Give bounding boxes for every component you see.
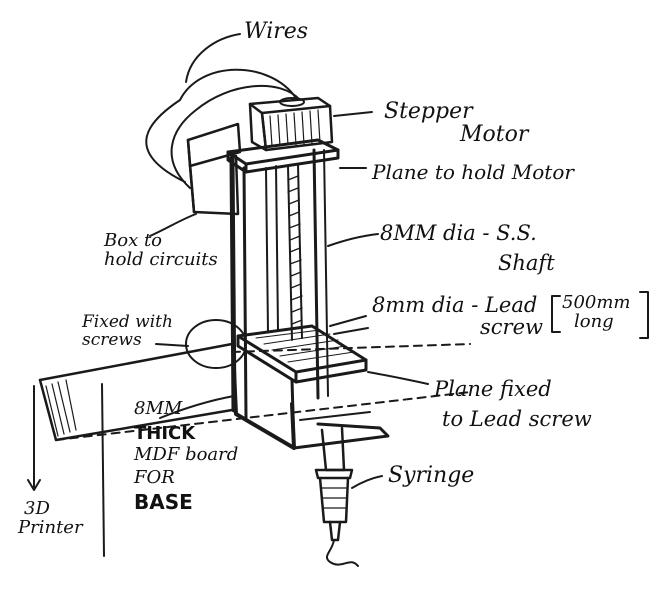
syringe-leader xyxy=(351,475,383,489)
wire-outer xyxy=(145,68,297,183)
label-printer-line1: 3D xyxy=(24,498,50,519)
label-plane-lead-line2: to Lead screw xyxy=(442,407,592,432)
label-shaft-line2: Shaft xyxy=(498,251,555,276)
length-bracket xyxy=(551,291,649,339)
label-fixed-screws: Fixed with screws xyxy=(82,312,173,350)
label-wires: Wires xyxy=(244,19,309,44)
ss-shaft xyxy=(312,148,329,400)
label-box-line2: hold circuits xyxy=(104,248,218,270)
label-3d-printer: 3D Printer xyxy=(18,498,83,538)
label-base-line5: BASE xyxy=(134,489,193,514)
plane-lead-leader xyxy=(367,371,429,385)
lead-leader xyxy=(329,315,369,335)
label-plane-motor: Plane to hold Motor xyxy=(372,160,574,184)
wires-leader xyxy=(185,33,241,83)
lower-frame xyxy=(232,368,390,450)
top-plate xyxy=(226,138,340,174)
label-plane-lead: Plane fixed to Lead screw xyxy=(434,378,592,430)
wire-inner xyxy=(170,84,301,189)
label-stepper-line1: Stepper xyxy=(384,99,473,124)
base-leader xyxy=(159,395,235,419)
box-leader xyxy=(149,213,197,237)
screws-circle xyxy=(185,319,247,369)
label-length-line1: 500mm xyxy=(562,292,631,313)
label-length-line2: long xyxy=(574,310,614,332)
syringe xyxy=(314,426,359,567)
frame-uprights xyxy=(229,155,279,420)
label-base-line3: MDF board xyxy=(134,443,239,465)
label-base-line2: THICK xyxy=(134,422,196,444)
label-lead-line2: screw xyxy=(480,315,543,340)
fixed-leader xyxy=(155,343,189,347)
label-box: Box to hold circuits xyxy=(104,230,218,270)
stepper-motor xyxy=(248,96,334,152)
label-shaft: 8MM dia - S.S. Shaft xyxy=(380,222,555,274)
label-fixed-line1: Fixed with xyxy=(82,312,173,332)
label-syringe: Syringe xyxy=(388,463,475,488)
circuit-box xyxy=(186,122,242,216)
shaft-leader xyxy=(327,233,379,247)
lead-screw xyxy=(287,163,303,341)
stepper-leader xyxy=(333,111,373,117)
label-stepper-line2: Motor xyxy=(460,122,529,148)
carriage-plate xyxy=(236,324,368,384)
label-base-line1: 8MM xyxy=(134,398,183,419)
printer-outline xyxy=(27,342,471,557)
label-plane-lead-line1: Plane fixed xyxy=(434,377,552,401)
label-lead-screw: 8mm dia - Lead screw xyxy=(372,294,543,338)
label-lead-line1: 8mm dia - Lead xyxy=(372,293,538,317)
label-shaft-line1: 8MM dia - S.S. xyxy=(380,221,537,245)
label-base: 8MM THICK MDF board FOR BASE xyxy=(134,398,239,514)
label-stepper-motor: Stepper Motor xyxy=(384,100,528,146)
label-box-line1: Box to xyxy=(104,230,163,251)
label-fixed-line2: screws xyxy=(82,329,142,350)
label-length: 500mm long xyxy=(562,292,631,332)
label-printer-line2: Printer xyxy=(18,516,83,538)
label-base-line4: FOR xyxy=(134,466,175,488)
